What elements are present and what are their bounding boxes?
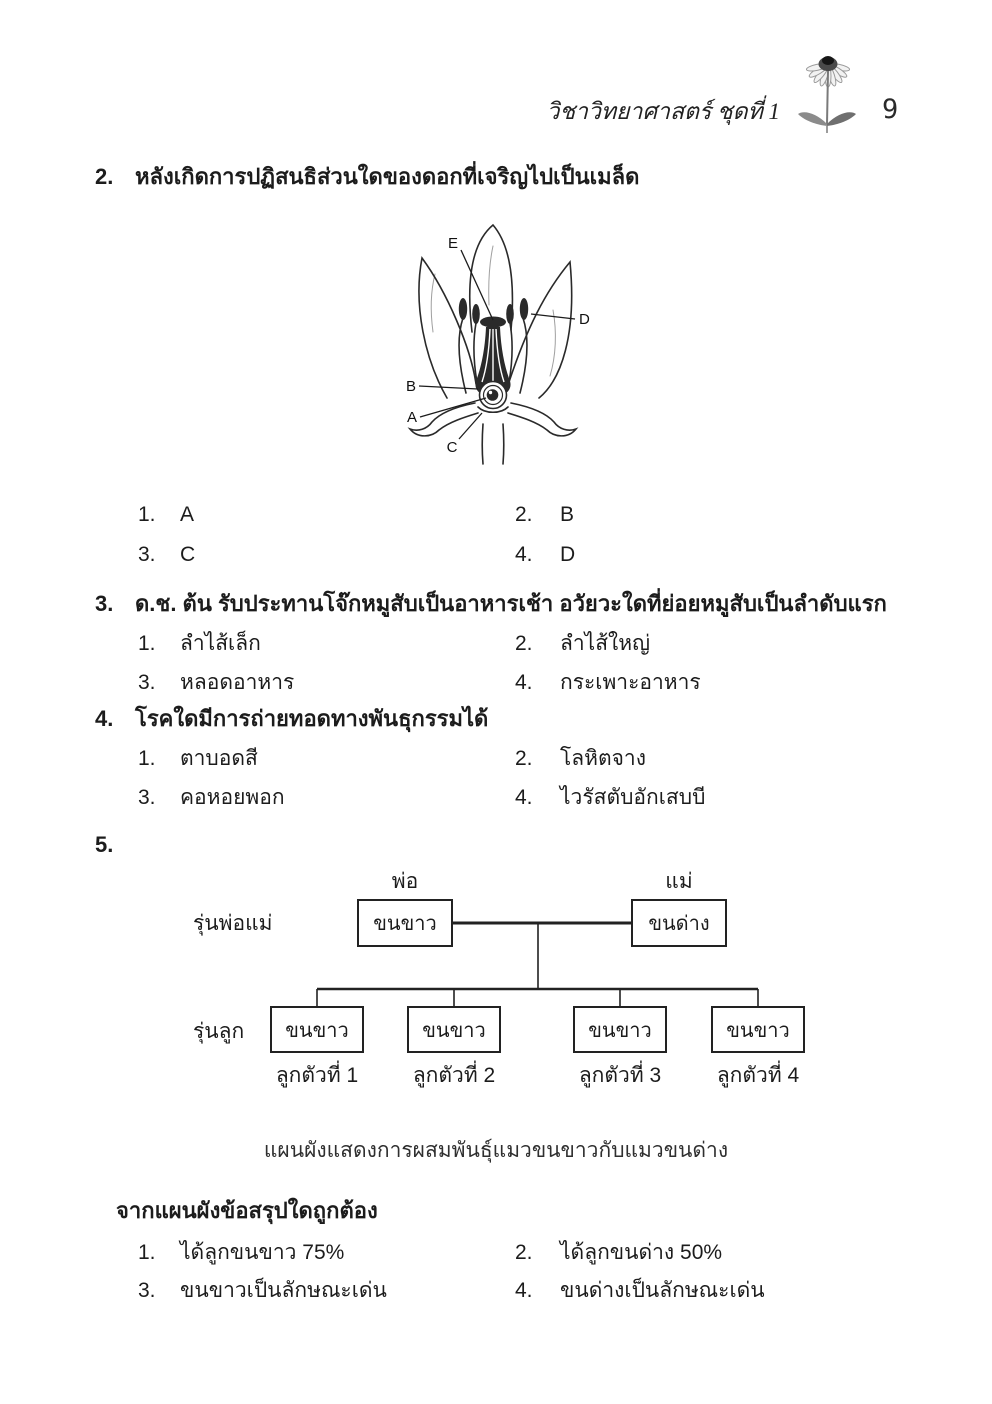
option-label: A xyxy=(180,503,195,526)
question-2-heading: 2. หลังเกิดการปฏิสนธิส่วนใดของดอกที่เจริ… xyxy=(95,162,639,192)
question-5-sub-question: จากแผนผังข้อสรุปใดถูกต้อง xyxy=(116,1198,378,1223)
diagram-label-e: E xyxy=(448,235,458,252)
father-trait: ขนขาว xyxy=(373,913,436,935)
stamen-filament xyxy=(458,317,467,394)
mother-trait: ขนด่าง xyxy=(648,913,709,935)
mother-box xyxy=(631,899,727,947)
option-number: 3. xyxy=(138,671,156,694)
stem xyxy=(481,423,484,465)
parent-generation-label: รุ่นพ่อแม่ xyxy=(193,912,272,936)
child-1-label: ลูกตัวที่ 1 xyxy=(276,1060,358,1088)
option-number: 2. xyxy=(515,1241,533,1264)
diagram-label-d: D xyxy=(579,311,590,328)
child-1-trait: ขนขาว xyxy=(285,1020,348,1042)
child-1-box xyxy=(270,1006,364,1053)
option-number: 3. xyxy=(138,1279,156,1302)
child-4-box xyxy=(711,1006,805,1053)
question-4-heading: 4. โรคใดมีการถ่ายทอดทางพันธุกรรมได้ xyxy=(95,704,488,734)
option-number: 3. xyxy=(138,543,156,566)
question-2-options-row-1: 1. A 2. B xyxy=(138,500,574,529)
diagram-label-c: C xyxy=(447,439,458,456)
option-number: 4. xyxy=(515,1279,533,1302)
child-4-label: ลูกตัวที่ 4 xyxy=(717,1060,800,1088)
offspring-generation-label: รุ่นลูก xyxy=(193,1020,244,1044)
option-number: 3. xyxy=(138,786,156,809)
option-number: 4. xyxy=(515,671,533,694)
option-label: ขนขาวเป็นลักษณะเด่น xyxy=(180,1279,387,1302)
page-number: 9 xyxy=(882,94,900,125)
option-number: 2. xyxy=(515,632,533,655)
option-label: คอหอยพอก xyxy=(180,786,285,809)
option-number: 1. xyxy=(138,503,156,526)
left-sepal xyxy=(407,402,479,437)
mother-title: แม่ xyxy=(665,870,692,893)
diagram-label-a: A xyxy=(407,409,417,426)
option-label: โลหิตจาง xyxy=(560,747,646,770)
cat-breeding-pedigree-chart: พ่อ แม่ รุ่นพ่อแม่ รุ่นลูก ขนขาว ขนด่าง … xyxy=(193,870,805,1088)
question-5-heading: 5. xyxy=(95,830,135,860)
question-3-text: ด.ช. ต้น รับประทานโจ๊กหมูสับเป็นอาหารเช้… xyxy=(135,591,887,616)
option-label: ลำไส้ใหญ่ xyxy=(560,632,651,655)
option-number: 2. xyxy=(515,747,533,770)
father-title: พ่อ xyxy=(392,870,418,893)
question-2-options-row-2: 3. C 4. D xyxy=(138,540,575,569)
option-number: 4. xyxy=(515,786,533,809)
option-number: 2. xyxy=(515,503,533,526)
child-2-label: ลูกตัวที่ 2 xyxy=(413,1060,495,1088)
right-petal xyxy=(508,260,573,399)
ovule xyxy=(486,389,499,401)
center-petal xyxy=(469,223,514,333)
diagram-label-b: B xyxy=(406,378,416,395)
option-label: ตาบอดสี xyxy=(180,747,258,770)
question-2-number: 2. xyxy=(95,164,114,189)
child-4-trait: ขนขาว xyxy=(726,1020,789,1042)
option-label: หลอดอาหาร xyxy=(180,671,295,694)
option-label: D xyxy=(560,543,576,566)
question-5-options-row-1: 1. ได้ลูกขนขาว 75% 2. ได้ลูกขนด่าง 50% xyxy=(138,1238,722,1267)
question-3-options-row-1: 1. ลำไส้เล็ก 2. ลำไส้ใหญ่ xyxy=(138,629,650,658)
question-4-text: โรคใดมีการถ่ายทอดทางพันธุกรรมได้ xyxy=(135,706,489,731)
option-number: 1. xyxy=(138,632,156,655)
option-number: 1. xyxy=(138,747,156,770)
left-petal xyxy=(418,256,477,399)
question-5-number: 5. xyxy=(95,832,114,857)
child-2-box xyxy=(407,1006,501,1053)
option-label: กระเพาะอาหาร xyxy=(560,671,701,694)
question-3-heading: 3. ด.ช. ต้น รับประทานโจ๊กหมูสับเป็นอาหาร… xyxy=(95,589,887,619)
question-4-options-row-1: 1. ตาบอดสี 2. โลหิตจาง xyxy=(138,744,646,773)
stigma xyxy=(480,316,506,328)
child-2-trait: ขนขาว xyxy=(422,1020,485,1042)
child-3-box xyxy=(573,1006,667,1053)
course-title: วิชาวิทยาศาสตร์ ชุดที่ 1 xyxy=(546,99,780,124)
option-number: 1. xyxy=(138,1241,156,1264)
option-label: C xyxy=(180,543,196,566)
flower-cross-section-diagram: E D B A C xyxy=(406,223,590,465)
question-3-options-row-2: 3. หลอดอาหาร 4. กระเพาะอาหาร xyxy=(138,668,701,697)
anthers xyxy=(458,298,529,324)
question-2-text: หลังเกิดการปฏิสนธิส่วนใดของดอกที่เจริญไป… xyxy=(135,164,640,189)
option-label: ขนด่างเป็นลักษณะเด่น xyxy=(560,1279,765,1302)
child-3-label: ลูกตัวที่ 3 xyxy=(579,1060,661,1088)
question-4-options-row-2: 3. คอหอยพอก 4. ไวรัสตับอักเสบบี xyxy=(138,783,705,812)
option-label: B xyxy=(560,503,575,526)
option-label: ได้ลูกขนขาว 75% xyxy=(180,1241,345,1264)
question-3-number: 3. xyxy=(95,591,114,616)
question-5-options-row-2: 3. ขนขาวเป็นลักษณะเด่น 4. ขนด่างเป็นลักษ… xyxy=(138,1276,765,1305)
child-3-trait: ขนขาว xyxy=(588,1020,651,1042)
daisy-flower-icon xyxy=(798,56,856,133)
father-box xyxy=(357,899,453,947)
option-label: ไวรัสตับอักเสบบี xyxy=(560,786,706,809)
option-number: 4. xyxy=(515,543,533,566)
option-label: ได้ลูกขนด่าง 50% xyxy=(560,1241,723,1264)
right-sepal xyxy=(507,402,579,437)
option-label: ลำไส้เล็ก xyxy=(180,632,261,655)
pedigree-caption: แผนผังแสดงการผสมพันธุ์แมวขนขาวกับแมวขนด่… xyxy=(263,1139,729,1162)
question-4-number: 4. xyxy=(95,706,114,731)
